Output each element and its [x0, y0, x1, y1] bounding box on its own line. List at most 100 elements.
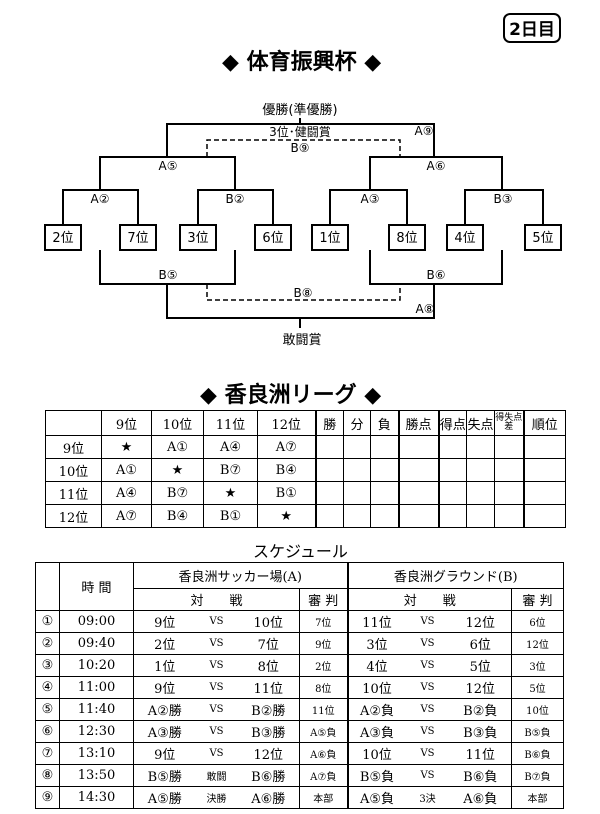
league-blank-cell: [370, 504, 400, 528]
team-a2: B③勝: [237, 720, 300, 743]
bracket-line: [464, 189, 544, 225]
schedule-row: ④ 11:00 9位 VS 11位 8位 10位 VS 12位 5位: [35, 676, 564, 699]
bracket-line: [369, 156, 503, 190]
league-blank-cell: [438, 435, 467, 459]
league-row: 10位 A① ★ B⑦ B④: [45, 458, 566, 482]
league-blank-cell: [315, 458, 344, 482]
team-b1: 10位: [347, 742, 406, 765]
seed-box: [388, 224, 426, 251]
schedule-row: ⑧ 13:50 B⑤勝 敢闘 B⑥勝 A⑦負 B⑤負 VS B⑥負 B⑦負: [35, 764, 564, 787]
match-a2-label: A②: [91, 192, 110, 206]
league-blank-cell: [370, 435, 400, 459]
tournament-title: ◆ 体育振興杯 ◆: [222, 49, 382, 75]
league-blank-cell: [523, 481, 566, 505]
league-header-cell: 勝: [315, 410, 344, 436]
league-blank-cell: [466, 504, 495, 528]
match-time: 13:10: [59, 742, 134, 765]
match-time: 09:00: [59, 610, 134, 633]
league-blank-cell: [398, 504, 440, 528]
match-time: 11:40: [59, 698, 134, 721]
seed-box: [254, 224, 292, 251]
league-blank-cell: [523, 504, 566, 528]
league-blank-cell: [315, 504, 344, 528]
bracket-line: [62, 189, 139, 225]
team-a1: A②勝: [133, 698, 196, 721]
team-a1: 9位: [133, 742, 196, 765]
league-blank-cell: [398, 458, 440, 482]
day-badge: 2日目: [503, 13, 561, 43]
league-header-cell: 失点: [466, 410, 495, 436]
schedule-row: ⑨ 14:30 A⑤勝 決勝 A⑥勝 本部 A⑤負 3決 A⑥負 本部: [35, 786, 564, 809]
league-row: 9位 ★ A① A④ A⑦: [45, 435, 566, 459]
third-place-label: 3位･健闘賞: [269, 124, 331, 139]
referee-b: 3位: [511, 654, 564, 677]
team-a2: B②勝: [237, 698, 300, 721]
team-a2: 12位: [237, 742, 300, 765]
team-b2: 5位: [449, 654, 512, 677]
match-b3-label: B③: [494, 192, 513, 206]
league-blank-cell: [494, 504, 525, 528]
schedule-header-row: 時 間 香良洲サッカー場(A) 香良洲グラウンド(B): [35, 562, 564, 611]
bracket-line: [166, 123, 435, 157]
team-a2: 10位: [237, 610, 300, 633]
versus-b: VS: [405, 654, 450, 677]
team-b1: 3位: [347, 632, 406, 655]
league-team: 9位: [45, 435, 102, 459]
champion-label: 優勝(準優勝): [262, 102, 337, 118]
match-time: 13:50: [59, 764, 134, 787]
league-title: ◆ 香良洲リーグ ◆: [200, 382, 382, 408]
league-cell: A⑦: [101, 504, 152, 528]
versus-a: VS: [195, 698, 238, 721]
tournament-bracket: 2位 7位 3位 6位 1位 8位 4位 5位 優勝(準優勝) 3位･健闘賞 B…: [44, 102, 562, 348]
team-a1: 9位: [133, 676, 196, 699]
match-number: ③: [35, 654, 60, 677]
league-header-cell: 勝点: [398, 410, 440, 436]
league-header-cell: 分: [343, 410, 371, 436]
seed-label: 7位: [127, 231, 148, 246]
referee-b: 6位: [511, 610, 564, 633]
match-a5-label: A⑤: [159, 159, 178, 173]
league-blank-cell: [523, 435, 566, 459]
seed-box: [524, 224, 562, 251]
seed-box: [179, 224, 217, 251]
team-b1: A②負: [347, 698, 406, 721]
match-number: ⑦: [35, 742, 60, 765]
league-header-cell: 11位: [203, 410, 258, 436]
match-time: 11:00: [59, 676, 134, 699]
league-cell: B④: [257, 458, 317, 482]
seed-box: [44, 224, 82, 251]
schedule-blank-cell: [35, 562, 60, 611]
match-number: ①: [35, 610, 60, 633]
schedule-row: ① 09:00 9位 VS 10位 7位 11位 VS 12位 6位: [35, 610, 564, 633]
venue-b-header: 香良洲グラウンド(B): [347, 562, 564, 589]
match-header-a: 対 戦: [133, 588, 300, 611]
league-cell: B①: [257, 481, 317, 505]
seed-label: 3位: [187, 231, 208, 246]
league-table: 9位 10位 11位 12位 勝 分 負 勝点 得点 失点 得失点差 順位 9位…: [45, 410, 566, 528]
versus-b: VS: [405, 632, 450, 655]
seed-label: 6位: [262, 231, 283, 246]
schedule-row: ⑥ 12:30 A③勝 VS B③勝 A⑤負 A③負 VS B③負 B⑤負: [35, 720, 564, 743]
league-header-cell: 得点: [438, 410, 467, 436]
time-header: 時 間: [59, 562, 134, 611]
league-blank-cell: [343, 435, 371, 459]
team-a1: A③勝: [133, 720, 196, 743]
seed-box: [446, 224, 484, 251]
match-b5-label: B⑤: [159, 268, 178, 282]
league-cell: A①: [101, 458, 152, 482]
team-a2: 11位: [237, 676, 300, 699]
match-time: 12:30: [59, 720, 134, 743]
versus-a: VS: [195, 676, 238, 699]
league-header-cell: 10位: [151, 410, 204, 436]
league-cell: ★: [257, 504, 317, 528]
league-cell: A④: [101, 481, 152, 505]
league-header-cell: 9位: [101, 410, 152, 436]
league-cell: A①: [151, 435, 204, 459]
team-b1: A⑤負: [347, 786, 406, 809]
fighting-spirit-label: 敢闘賞: [282, 333, 321, 348]
referee-a: 9位: [299, 632, 349, 655]
team-a1: A⑤勝: [133, 786, 196, 809]
seed-box: [119, 224, 157, 251]
match-header-b: 対 戦: [347, 588, 512, 611]
match-number: ②: [35, 632, 60, 655]
